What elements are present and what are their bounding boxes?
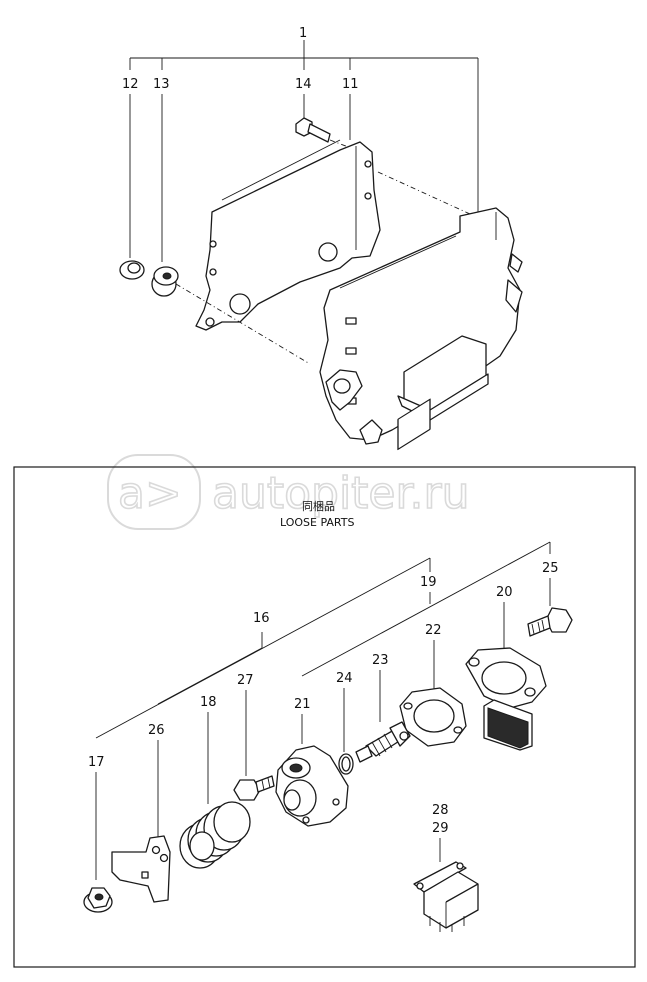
part-20-flange-body — [465, 647, 547, 751]
watermark-logo — [107, 454, 201, 530]
callout-12: 12 — [122, 77, 139, 92]
watermark: a> autopiter.ru — [107, 454, 470, 530]
part-25-bolt — [527, 607, 573, 637]
controller-unit — [319, 207, 523, 451]
part-22-gasket — [399, 687, 467, 747]
part-27-bolt — [233, 775, 275, 801]
callout-17: 17 — [88, 755, 105, 770]
part-17-nut — [83, 887, 113, 913]
lower-assembly: 19 25 20 16 22 23 24 27 18 21 26 17 28 2… — [83, 541, 573, 932]
part-11-bracket — [195, 139, 381, 331]
part-24-o-ring — [338, 753, 354, 775]
loose-parts-label-jp: 同梱品 — [302, 499, 335, 513]
callout-27: 27 — [237, 673, 254, 688]
callout-25: 25 — [542, 561, 559, 576]
upper-assembly: 1 12 13 14 11 — [119, 26, 523, 451]
part-13-grommet — [151, 266, 179, 297]
part-23-shaft — [355, 721, 411, 763]
callout-16: 16 — [253, 611, 270, 626]
group-bracket-1 — [129, 40, 479, 215]
watermark-text: autopiter.ru — [212, 468, 470, 519]
callout-24: 24 — [336, 671, 353, 686]
callout-18: 18 — [200, 695, 217, 710]
callout-1: 1 — [299, 26, 307, 41]
callout-29: 29 — [432, 821, 449, 836]
part-26-plate — [111, 835, 171, 903]
watermark-logo-glyph: a> — [118, 468, 182, 519]
callout-14: 14 — [295, 77, 312, 92]
callout-13: 13 — [153, 77, 170, 92]
loose-parts-frame — [13, 466, 636, 968]
callout-20: 20 — [496, 585, 513, 600]
callout-11: 11 — [342, 77, 359, 92]
callout-22: 22 — [425, 623, 442, 638]
part-14-bolt — [295, 117, 357, 151]
loose-parts-label-en: LOOSE PARTS — [280, 516, 354, 529]
callout-26: 26 — [148, 723, 165, 738]
callout-23: 23 — [372, 653, 389, 668]
part-21-valve-body — [275, 745, 349, 827]
part-12-collar — [119, 260, 145, 280]
part-18-spring — [179, 801, 251, 869]
callout-19: 19 — [420, 575, 437, 590]
callout-28: 28 — [432, 803, 449, 818]
part-28-29-relay — [413, 861, 479, 932]
callout-21: 21 — [294, 697, 311, 712]
